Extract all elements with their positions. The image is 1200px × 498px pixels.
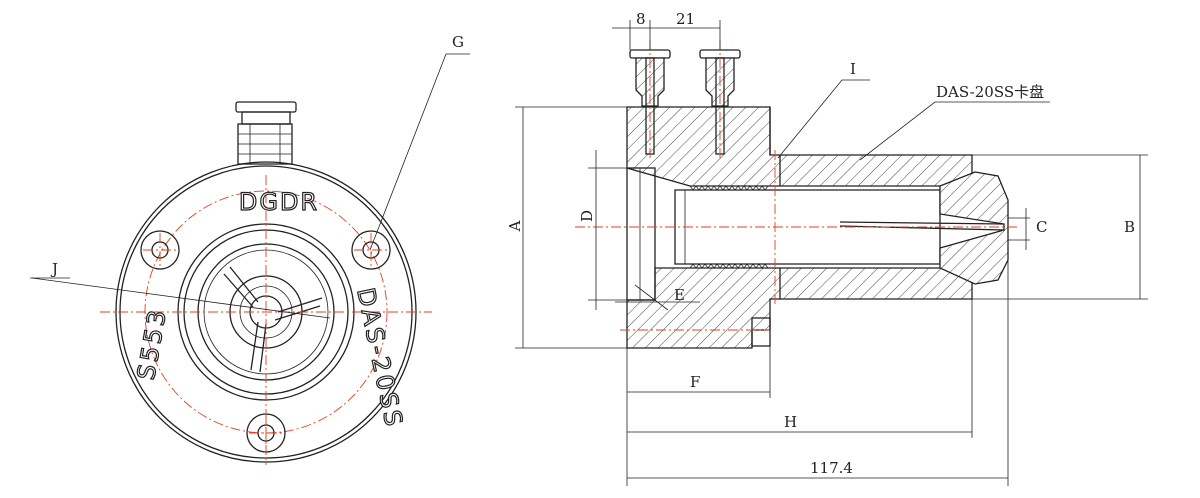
model-engraving: DAS-20SS <box>351 285 408 431</box>
section-view: 8 21 A D E B C F H <box>506 10 1148 486</box>
label-G: G <box>452 33 464 51</box>
fitting-left <box>629 40 671 160</box>
dim-H: H <box>784 413 797 431</box>
dim-E: E <box>674 286 685 304</box>
dim-F: F <box>690 373 700 391</box>
dim-21: 21 <box>676 10 695 28</box>
front-view: DGDR DAS-20SS S553 G J <box>30 33 470 465</box>
brand-engraving: DGDR <box>239 188 319 216</box>
dim-D: D <box>578 210 596 222</box>
dim-A: A <box>506 220 524 232</box>
label-I: I <box>850 60 856 78</box>
leader-G <box>369 53 470 251</box>
collet-slots <box>223 266 323 373</box>
dim-C: C <box>1036 218 1047 236</box>
collet-nose <box>939 171 1009 285</box>
dim-overall: 117.4 <box>810 459 853 477</box>
outer-flange <box>115 161 417 463</box>
label-J: J <box>50 260 58 278</box>
air-fitting-top <box>235 101 297 165</box>
dim-8: 8 <box>636 10 646 28</box>
fitting-right <box>699 40 741 160</box>
leader-I <box>777 79 870 159</box>
code-engraving: S553 <box>132 305 172 382</box>
leader-J <box>31 277 331 319</box>
bottom-screw <box>751 317 771 347</box>
face-plate <box>626 167 656 301</box>
label-chuck: DAS-20SS卡盘 <box>936 83 1044 101</box>
dim-B: B <box>1124 218 1135 236</box>
leader-chuck <box>859 101 1050 161</box>
